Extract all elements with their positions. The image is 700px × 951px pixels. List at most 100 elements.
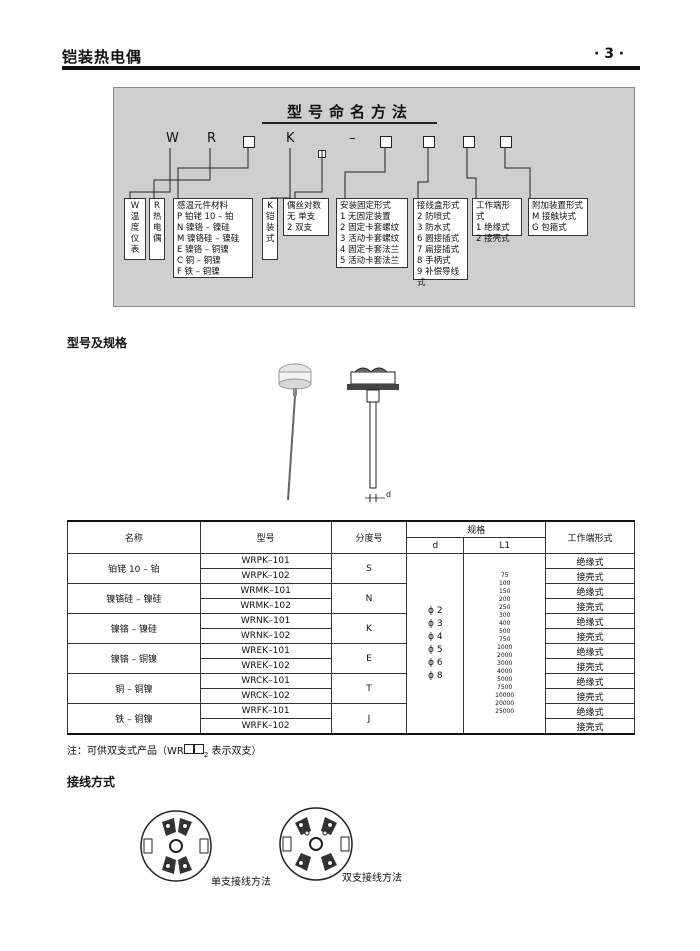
header-l1: L1	[463, 537, 547, 554]
armored-thermocouple-drawing	[347, 367, 399, 502]
l1-value: 4000	[497, 667, 513, 675]
cell-model: WRFK–101	[199, 703, 332, 719]
code-k: K	[286, 131, 295, 146]
cell-model: WRPK–101	[199, 553, 332, 569]
cell-work-end: 绝缘式	[545, 553, 635, 569]
header-name: 名称	[67, 520, 201, 554]
naming-method-title: 型号命名方法	[286, 103, 413, 121]
l1-value: 500	[498, 627, 511, 635]
code-r: R	[207, 131, 217, 146]
cell-name: 铁 – 铜镍	[67, 703, 201, 735]
d-value: ϕ 2	[428, 605, 443, 616]
cell-graduation: E	[330, 643, 408, 674]
cell-work-end: 绝缘式	[545, 643, 635, 659]
cell-graduation: J	[330, 703, 408, 735]
cell-model: WRNK–101	[199, 613, 332, 629]
cell-model: WRFK–102	[199, 718, 332, 735]
l1-value: 300	[498, 611, 511, 619]
cell-work-end: 绝缘式	[545, 703, 635, 719]
l1-value: 20000	[495, 699, 515, 707]
armored-thermocouple-photo	[278, 363, 312, 501]
header-rule	[62, 66, 640, 70]
d-value: ϕ 5	[428, 644, 443, 655]
naming-title-underline	[262, 122, 437, 124]
l1-value: 10000	[495, 691, 515, 699]
header-graduation: 分度号	[330, 520, 408, 554]
cell-graduation: T	[330, 673, 408, 704]
code-box-2	[380, 133, 392, 152]
code-dash: –	[349, 131, 356, 146]
l1-value: 400	[498, 619, 511, 627]
d-value: ϕ 4	[428, 631, 443, 642]
cell-model: WRCK–101	[199, 673, 332, 689]
code-w: W	[166, 131, 179, 146]
cell-graduation: S	[330, 553, 408, 584]
double-wiring-label: 双支接线方法	[342, 873, 402, 884]
cell-work-end: 接壳式	[545, 658, 635, 674]
cell-model: WREK–101	[199, 643, 332, 659]
spec-section-title: 型号及规格	[67, 336, 128, 350]
code-box-5	[500, 133, 512, 152]
single-wiring-label: 单支接线方法	[211, 877, 271, 888]
wiring-section-title: 接线方式	[67, 775, 116, 789]
cell-name: 镍铬 – 镍硅	[67, 613, 201, 644]
l1-value: 200	[498, 595, 511, 603]
cell-graduation: K	[330, 613, 408, 644]
dimension-label-d: d	[386, 490, 392, 499]
code-box-3	[423, 133, 435, 152]
cell-work-end: 接壳式	[545, 628, 635, 644]
l1-value: 250	[498, 603, 511, 611]
l1-value: 5000	[497, 675, 513, 683]
d-value: ϕ 8	[428, 670, 443, 681]
l1-value: 75	[500, 571, 509, 579]
l1-value: 2000	[497, 651, 513, 659]
cell-model: WRCK–102	[199, 688, 332, 704]
l1-value: 1000	[497, 643, 513, 651]
naming-connector-lines	[129, 148, 531, 199]
header-d: d	[406, 537, 465, 554]
cell-model: WREK–102	[199, 658, 332, 674]
header-work-end: 工作端形式	[545, 520, 635, 554]
cell-name: 镍铬硅 – 镍硅	[67, 583, 201, 614]
cell-graduation: N	[330, 583, 408, 614]
single-wiring-diagram	[140, 810, 212, 882]
page-number: · 3 ·	[594, 46, 625, 62]
l1-value: 100	[498, 579, 511, 587]
l1-value: 750	[498, 635, 511, 643]
cell-work-end: 接壳式	[545, 568, 635, 584]
d-value: ϕ 3	[428, 618, 443, 629]
header-spec: 规格	[406, 520, 547, 538]
cell-name: 镍铬 – 铜镍	[67, 643, 201, 674]
header-model: 型号	[199, 520, 332, 554]
code-box-4	[463, 133, 475, 152]
cell-work-end: 接壳式	[545, 688, 635, 704]
code-box-1	[243, 133, 255, 152]
l1-value: 7500	[497, 683, 513, 691]
cell-model: WRMK–102	[199, 598, 332, 614]
cell-name: 铜 – 铜镍	[67, 673, 201, 704]
cell-model: WRPK–102	[199, 568, 332, 584]
cell-work-end: 接壳式	[545, 598, 635, 614]
d-value: ϕ 6	[428, 657, 443, 668]
cell-name: 铂铑 10 – 铂	[67, 553, 201, 584]
cell-work-end: 绝缘式	[545, 583, 635, 599]
cell-d-values: ϕ 2 ϕ 3 ϕ 4 ϕ 5 ϕ 6 ϕ 8	[406, 553, 465, 735]
l1-value: 3000	[497, 659, 513, 667]
